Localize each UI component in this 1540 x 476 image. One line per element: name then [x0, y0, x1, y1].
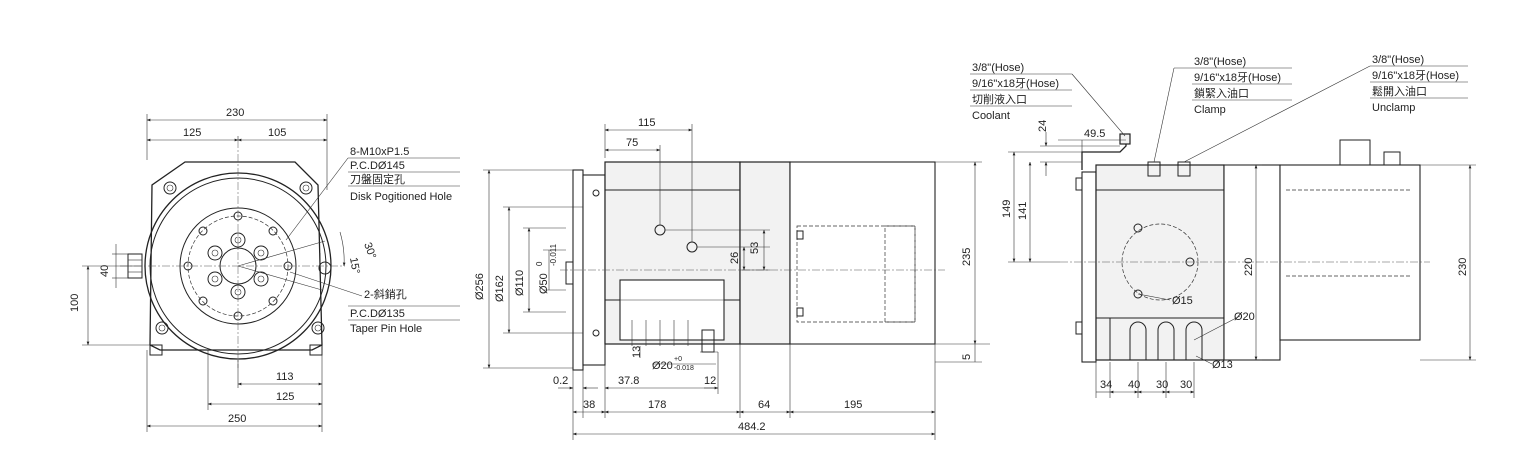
dim-side-256: Ø256 [474, 273, 486, 300]
callout-disk-line4: Disk Pogitioned Hole [350, 191, 452, 203]
rear-flange [1081, 171, 1097, 363]
callout-unclamp-line4: Unclamp [1372, 102, 1415, 114]
callout-taper-line3: Taper Pin Hole [350, 323, 422, 335]
callout-clamp-line2: 9/16"x18牙(Hose) [1194, 72, 1281, 84]
dim-side-50: Ø50 [538, 273, 550, 294]
angle-15: 15° [347, 256, 362, 274]
dim-rear-40: 40 [1128, 379, 1140, 391]
dim-side-50-tol-bottom: -0.011 [549, 243, 558, 266]
dim-side-50-tol-top: 0 [535, 261, 544, 266]
side-middle-block [739, 161, 791, 345]
dim-side-13: 13 [631, 346, 643, 358]
dim-side-115: 115 [638, 117, 656, 129]
dim-rear-30a: 30 [1156, 379, 1168, 391]
dim-side-195: 195 [844, 399, 862, 411]
front-right-plug [318, 261, 332, 275]
dim-side-75: 75 [626, 137, 638, 149]
dim-front-125: 125 [183, 127, 201, 139]
dim-side-484-2: 484.2 [738, 421, 766, 433]
dim-side-110: Ø110 [514, 270, 526, 296]
side-view: 115 75 53 26 Ø256 Ø162 Ø110 Ø50 0 -0.011… [474, 117, 990, 440]
dim-rear-220: 220 [1243, 258, 1255, 276]
callout-clamp-line3: 鎖緊入油口 [1194, 86, 1249, 100]
side-motor [789, 161, 936, 345]
dim-rear-24: 24 [1037, 120, 1049, 132]
dim-side-26: 26 [729, 252, 741, 264]
dim-side-178: 178 [648, 399, 666, 411]
dim-rear-13: Ø13 [1212, 359, 1233, 371]
dim-rear-15: Ø15 [1172, 295, 1193, 307]
inner-holes [207, 232, 269, 300]
dim-side-235: 235 [961, 248, 973, 266]
callout-unclamp-line3: 鬆開入油口 [1372, 84, 1427, 98]
dim-rear-141: 141 [1017, 202, 1029, 220]
dim-front-125b: 125 [276, 391, 294, 403]
dim-front-40: 40 [99, 265, 111, 277]
callout-coolant-line3: 切削液入口 [972, 92, 1027, 106]
rear-connector [1339, 139, 1371, 166]
front-foot-left [149, 344, 163, 356]
callout-disk-line2: P.C.DØ145 [350, 160, 405, 172]
dim-front-100: 100 [69, 294, 81, 312]
dim-side-37-8: 37.8 [618, 375, 639, 387]
callout-disk-line1: 8-M10xP1.5 [350, 146, 409, 158]
dim-rear-20: Ø20 [1234, 311, 1255, 323]
dim-side-5: 5 [961, 354, 973, 360]
dim-side-162: Ø162 [494, 275, 506, 302]
callout-unclamp-line1: 3/8"(Hose) [1372, 54, 1424, 66]
dim-side-64: 64 [758, 399, 770, 411]
dim-rear-149: 149 [1001, 200, 1013, 218]
callout-coolant-line4: Coolant [972, 110, 1010, 122]
side-fin-block [619, 279, 725, 341]
dim-side-0-2: 0.2 [553, 375, 568, 387]
angle-30: 30° [361, 241, 378, 261]
callout-taper-line2: P.C.DØ135 [350, 308, 405, 320]
callout-disk-line3: 刀盤固定孔 [350, 172, 405, 186]
dim-side-12: 12 [704, 375, 716, 387]
callout-taper-line1: 2-斜銷孔 [364, 287, 407, 301]
corner-lugs [155, 181, 325, 335]
rear-motor [1279, 164, 1421, 341]
callout-unclamp-line2: 9/16"x18牙(Hose) [1372, 70, 1459, 82]
dim-side-20-tol-bottom: -0.018 [674, 365, 694, 372]
callout-clamp-line1: 3/8"(Hose) [1194, 56, 1246, 68]
dim-side-20-tol-top: +0 [674, 356, 682, 363]
rear-bottom-fins [1109, 318, 1203, 360]
rear-view: 3/8"(Hose) 9/16"x18牙(Hose) 切削液入口 Coolant… [970, 54, 1476, 398]
rear-mid-block [1223, 164, 1281, 361]
callout-coolant-line1: 3/8"(Hose) [972, 62, 1024, 74]
dim-front-230: 230 [226, 107, 244, 119]
front-body-outline [149, 161, 323, 351]
rear-main-housing [1095, 164, 1225, 361]
callout-clamp-line4: Clamp [1194, 104, 1226, 116]
callout-coolant-line2: 9/16"x18牙(Hose) [972, 78, 1059, 90]
dim-front-113: 113 [276, 371, 294, 383]
dim-front-105: 105 [268, 127, 286, 139]
dim-side-53: 53 [749, 242, 761, 254]
dim-rear-34: 34 [1100, 379, 1112, 391]
dim-rear-30b: 30 [1180, 379, 1192, 391]
dim-front-250: 250 [228, 413, 246, 425]
dim-side-38: 38 [583, 399, 595, 411]
dim-side-20: Ø20 [652, 360, 673, 372]
dim-rear-230: 230 [1457, 258, 1469, 276]
side-spigot [565, 261, 574, 285]
front-view: 230 125 105 100 40 113 125 250 8-M10xP1.… [69, 107, 460, 432]
dim-rear-49-5: 49.5 [1084, 128, 1105, 140]
